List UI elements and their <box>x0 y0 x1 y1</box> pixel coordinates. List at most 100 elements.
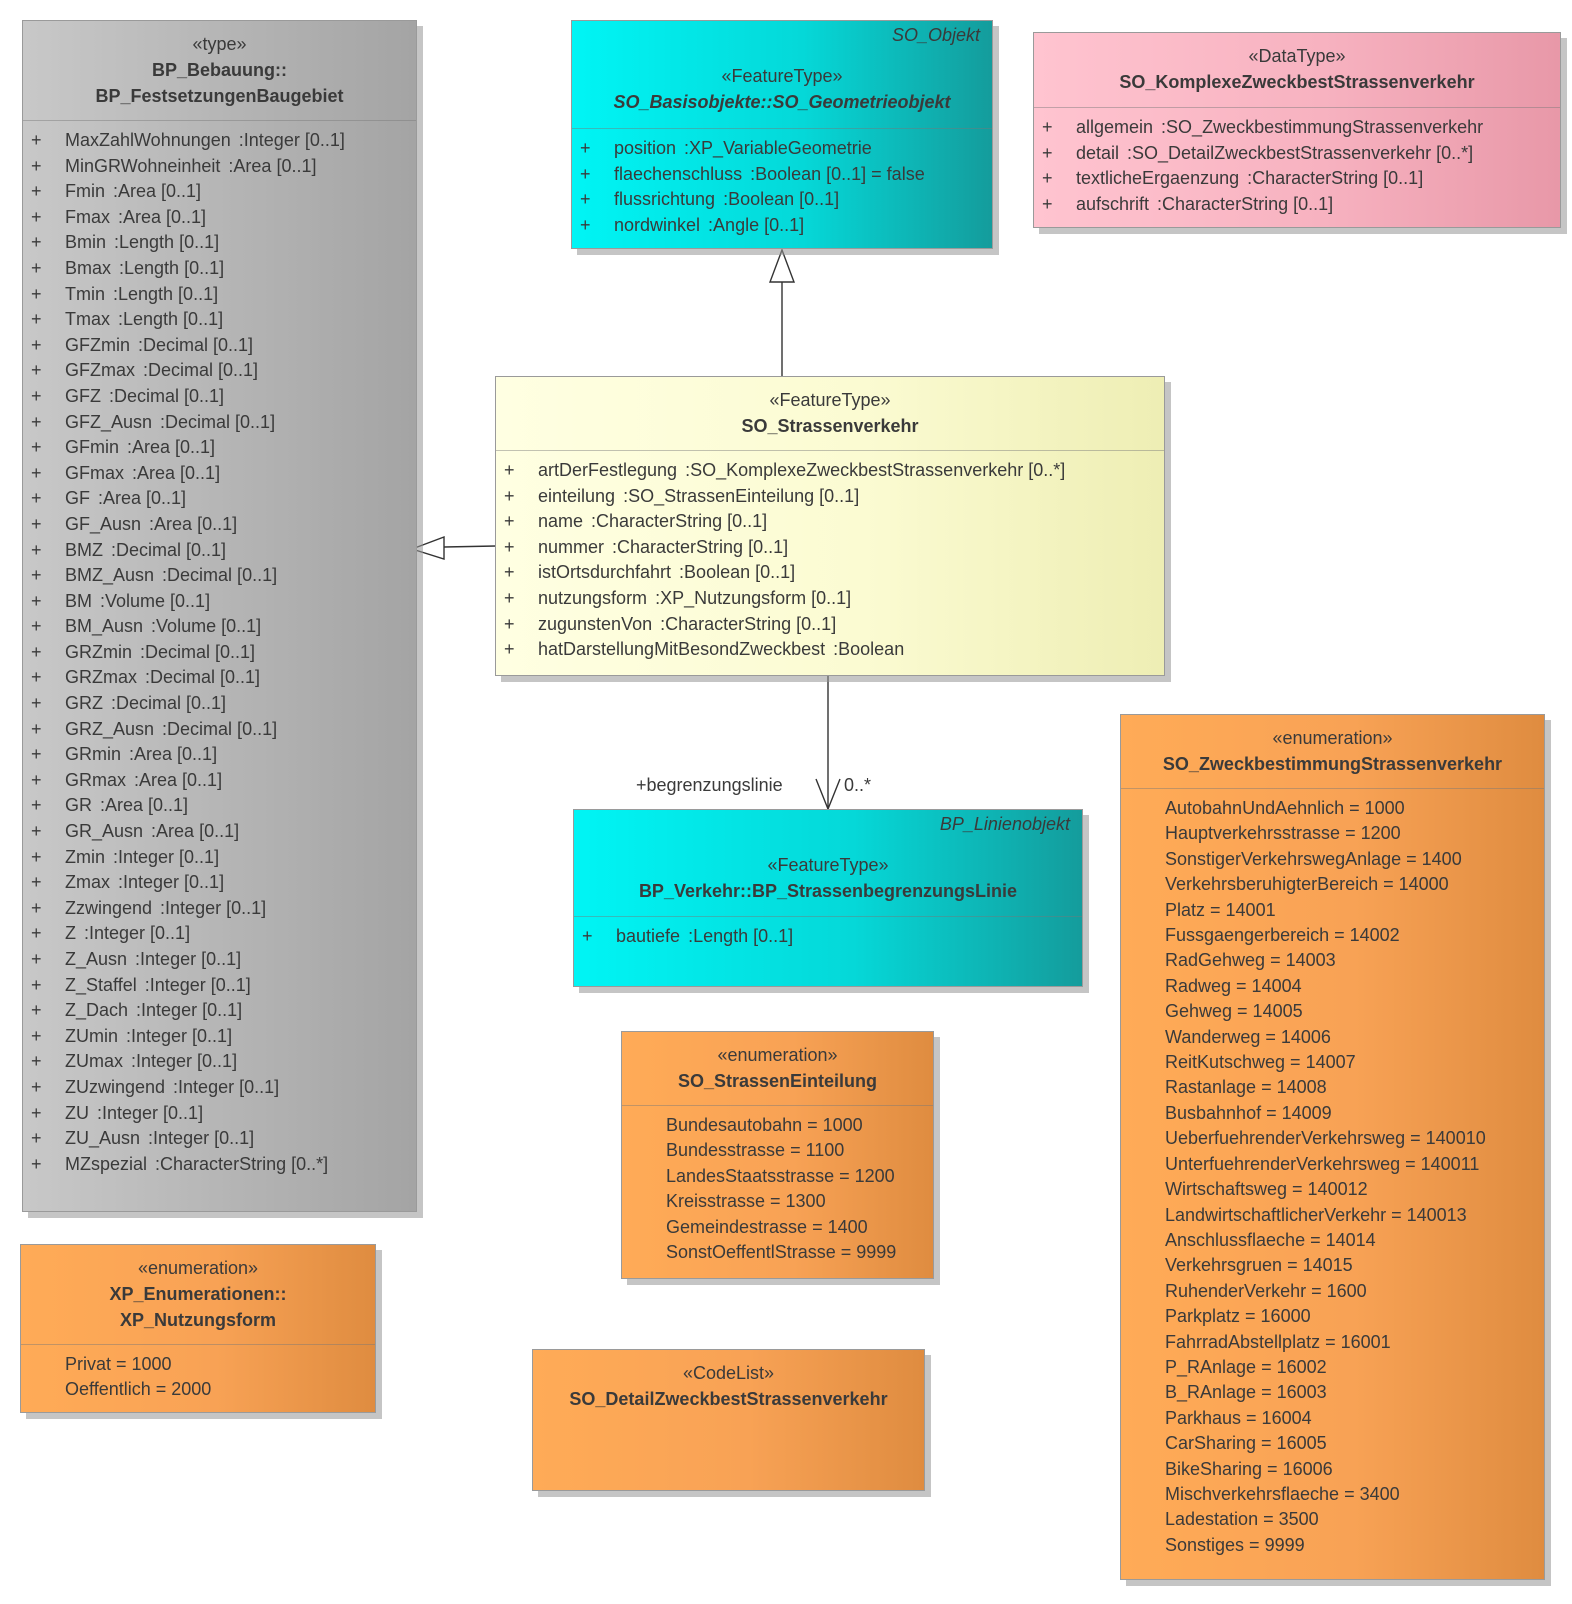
class-header: «FeatureType» SO_Basisobjekte::SO_Geomet… <box>572 21 992 129</box>
attribute-type: :Integer [0..1] <box>173 1076 280 1097</box>
attribute-row: + flussrichtung :Boolean [0..1] <box>572 187 992 213</box>
attribute-type: :Boolean [0..1] <box>723 189 840 210</box>
enum-literal: AutobahnUndAehnlich = 1000 <box>1165 798 1405 818</box>
attribute-name: ZU_Ausn <box>65 1128 141 1149</box>
enum-literal: Parkplatz = 16000 <box>1165 1306 1311 1327</box>
attribute-type: :Area [0..1] <box>151 821 240 842</box>
attribute-name: hatDarstellungMitBesondZweckbest <box>538 639 826 660</box>
attribute-type: :Decimal [0..1] <box>109 385 225 406</box>
visibility-marker: + <box>31 846 42 867</box>
attribute-name: ZU <box>65 1102 89 1123</box>
generalization-line-festsetzungen <box>443 545 497 548</box>
attribute-name: einteilung <box>538 485 616 506</box>
attribute-name: Z_Staffel <box>65 974 137 995</box>
enum-literal: Wanderweg = 14006 <box>1165 1026 1331 1047</box>
attribute-type: :CharacterString [0..1] <box>1247 168 1424 189</box>
attribute-name: flussrichtung <box>614 189 716 210</box>
visibility-marker: + <box>31 744 42 765</box>
enum-literal: Bundesstrasse = 1100 <box>666 1140 845 1161</box>
attribute-name: artDerFestlegung <box>538 460 678 480</box>
visibility-marker: + <box>31 513 42 534</box>
class-so-detail-zweckbest-strassenverkehr[interactable]: «CodeList» SO_DetailZweckbestStrassenver… <box>532 1349 925 1491</box>
attribute-row: +istOrtsdurchfahrt:Boolean [0..1] <box>496 560 1164 586</box>
attribute-name: GRZ_Ausn <box>65 718 155 739</box>
attribute-type: :Integer [0..1] <box>160 897 267 918</box>
attribute-name: Z_Dach <box>65 1000 129 1021</box>
attribute-row: +position:XP_VariableGeometrie <box>572 136 992 162</box>
attribute-row: +aufschrift:CharacterString [0..1] <box>1034 192 1560 218</box>
attribute-row: +Zzwingend:Integer [0..1] <box>23 896 416 922</box>
enum-literal: UnterfuehrenderVerkehrsweg = 140011 <box>1165 1153 1480 1174</box>
class-bp-festsetzungen-baugebiet[interactable]: «type» BP_Bebauung:: BP_FestsetzungenBau… <box>22 20 417 1212</box>
attribute-type: :Length [0..1] <box>688 926 794 946</box>
attribute-name: flaechenschluss <box>614 163 743 184</box>
class-header: «FeatureType» SO_Strassenverkehr <box>496 377 1164 451</box>
attribute-name: GF <box>65 488 90 509</box>
attribute-name: GRZmin <box>65 641 132 662</box>
attribute-type: :Area [0..1] <box>228 155 317 176</box>
attribute-list: +artDerFestlegung:SO_KomplexeZweckbestSt… <box>496 451 1164 663</box>
attribute-row: +Zmin:Integer [0..1] <box>23 845 416 871</box>
attribute-row: +nummer:CharacterString [0..1] <box>496 535 1164 561</box>
attribute-type: :Decimal [0..1] <box>140 641 256 662</box>
class-so-strassenverkehr[interactable]: «FeatureType» SO_Strassenverkehr + artDer… <box>495 376 1165 676</box>
class-xp-nutzungsform[interactable]: «enumeration» XP_Enumerationen:: XP_Nutz… <box>20 1244 376 1413</box>
stereotype-label: «type» <box>192 34 247 54</box>
attribute-type: :Decimal [0..1] <box>162 565 278 586</box>
attribute-name: GFmax <box>65 462 125 483</box>
attribute-type: :Decimal [0..1] <box>162 718 278 739</box>
attribute-type: :Integer [0..1] <box>84 923 191 944</box>
visibility-marker: + <box>31 872 42 893</box>
attribute-name: BMZ <box>65 539 103 560</box>
visibility-marker: + <box>31 181 42 202</box>
visibility-marker: + <box>31 565 42 586</box>
attribute-name: textlicheErgaenzung <box>1076 168 1240 189</box>
class-so-komplexe-zweckbest-strassenverkehr[interactable]: «DataType» SO_KomplexeZweckbestStrassenv… <box>1033 32 1561 228</box>
class-name: SO_Strassenverkehr <box>741 416 919 436</box>
visibility-marker: + <box>504 613 515 634</box>
attribute-type: :Decimal [0..1] <box>111 693 227 714</box>
visibility-marker: + <box>31 693 42 714</box>
visibility-marker: + <box>31 795 42 816</box>
visibility-marker: + <box>580 138 591 158</box>
attribute-row: +GFZmin:Decimal [0..1] <box>23 333 416 359</box>
class-name: XP_Enumerationen:: <box>109 1284 287 1304</box>
attribute-row: +ZU_Ausn:Integer [0..1] <box>23 1126 416 1152</box>
attribute-type: :Integer [0..1] <box>135 949 242 969</box>
attribute-type: :Angle [0..1] <box>708 214 805 235</box>
attribute-row: + GRZ_Ausn :Decimal [0..1] <box>23 717 416 743</box>
attribute-row: +BMZ:Decimal [0..1] <box>23 538 416 564</box>
visibility-marker: + <box>31 718 42 739</box>
attribute-row: +ZUmax:Integer [0..1] <box>23 1049 416 1075</box>
attribute-type: :Area [0..1] <box>134 769 223 790</box>
attribute-type: :XP_Nutzungsform [0..1] <box>655 587 852 608</box>
enum-literal: Sonstiges = 9999 <box>1165 1534 1305 1555</box>
attribute-row: +Fmin:Area [0..1] <box>23 179 416 205</box>
attribute-type: :CharacterString [0..1] <box>612 536 789 557</box>
attribute-name: aufschrift <box>1076 193 1150 214</box>
attribute-type: :Volume [0..1] <box>100 590 211 611</box>
stereotype-label: «enumeration» <box>717 1045 838 1065</box>
attribute-list: +position:XP_VariableGeometrie+flaechens… <box>572 129 992 238</box>
visibility-marker: + <box>31 385 42 406</box>
stereotype-label: «FeatureType» <box>769 390 891 410</box>
visibility-marker: + <box>31 462 42 483</box>
visibility-marker: + <box>580 189 591 210</box>
attribute-name: GRZ <box>65 693 103 714</box>
attribute-type: :Integer [0..1] <box>97 1102 204 1123</box>
attribute-row: +GRZmax:Decimal [0..1] <box>23 665 416 691</box>
attribute-type: :CharacterString [0..1] <box>1157 193 1334 214</box>
class-so-strasseneinteilung[interactable]: «enumeration» SO_StrassenEinteilung Bund… <box>621 1031 934 1279</box>
attribute-name: Zzwingend <box>65 897 153 918</box>
enum-literal: B_RAnlage = 16003 <box>1165 1382 1327 1403</box>
attribute-row: +GRmin:Area [0..1] <box>23 742 416 768</box>
class-so-geometrieobjekt[interactable]: SO_Objekt «FeatureType» SO_Basisobjekte:… <box>571 20 993 249</box>
attribute-row: +BM_Ausn:Volume [0..1] <box>23 614 416 640</box>
attribute-name: zugunstenVon <box>538 613 653 634</box>
class-bp-strassenbegrenzungslinie[interactable]: BP_Linienobjekt «FeatureType» BP_Verkehr… <box>573 809 1083 987</box>
visibility-marker: + <box>31 1051 42 1072</box>
class-so-zweckbestimmung-strassenverkehr[interactable]: «enumeration» SO_ZweckbestimmungStrassen… <box>1120 714 1545 1580</box>
attribute-type: :Integer [0..1] <box>148 1128 255 1149</box>
attribute-type: :Area [0..1] <box>98 488 187 509</box>
